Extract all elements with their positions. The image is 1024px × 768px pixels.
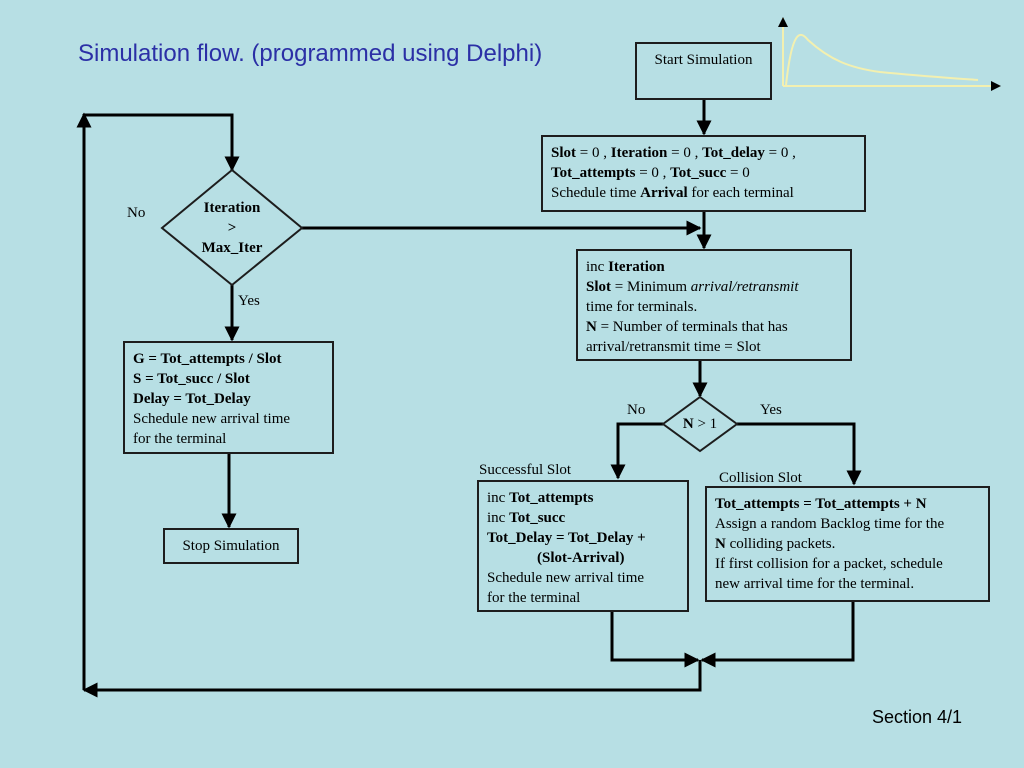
success-line-5: Schedule new arrival time: [487, 570, 645, 586]
arrow-collision-merge: [700, 602, 855, 668]
arrow-success-merge: [610, 610, 700, 668]
success-line-3: Tot_Delay = Tot_Delay +: [487, 530, 646, 546]
iterate-line-4: N = Number of terminals that has: [586, 319, 788, 335]
slide-title: Simulation flow. (programmed using Delph…: [78, 40, 543, 67]
collision-slot-box: Tot_attempts = Tot_attempts + N Assign a…: [705, 486, 990, 602]
success-line-6: for the terminal: [487, 590, 581, 606]
start-simulation-box: Start Simulation: [635, 42, 772, 100]
collision-line-5: new arrival time for the terminal.: [715, 576, 915, 592]
arrow-loop-top: [83, 113, 240, 172]
collision-line-2: Assign a random Backlog time for the: [715, 516, 945, 532]
results-line-5: for the terminal: [133, 431, 227, 447]
successful-slot-box: inc Tot_attempts inc Tot_succ Tot_Delay …: [477, 480, 689, 612]
decorative-curve-logo: [778, 17, 1001, 91]
iterate-box: inc Iteration Slot = Minimum arrival/ret…: [576, 249, 852, 361]
arrow-n-no: [610, 422, 663, 480]
decision-iteration-text: Iteration > Max_Iter: [201, 200, 263, 256]
decision-n-no-label: No: [627, 402, 646, 418]
start-simulation-label: Start Simulation: [654, 52, 753, 68]
arrow-return-loop: [82, 660, 702, 698]
decision-n-yes-label: Yes: [760, 402, 782, 418]
collision-slot-label: Collision Slot: [719, 470, 802, 486]
stop-simulation-label: Stop Simulation: [182, 538, 280, 554]
results-line-2: S = Tot_succ / Slot: [133, 371, 250, 387]
decision-iteration-yes-label: Yes: [238, 293, 260, 309]
collision-line-4: If first collision for a packet, schedul…: [715, 556, 943, 572]
section-footer: Section 4/1: [871, 707, 962, 727]
collision-line-3: N colliding packets.: [715, 536, 836, 552]
collision-line-1: Tot_attempts = Tot_attempts + N: [715, 496, 927, 512]
arrow-n-yes: [737, 422, 862, 486]
results-line-4: Schedule new arrival time: [133, 411, 291, 427]
init-line-2: Tot_attempts = 0 , Tot_succ = 0: [551, 165, 750, 181]
decision-n-text: N > 1: [682, 416, 718, 432]
stop-simulation-box: Stop Simulation: [163, 528, 299, 564]
init-box: Slot = 0 , Iteration = 0 , Tot_delay = 0…: [541, 135, 866, 212]
decision-iteration-shape: [160, 168, 304, 287]
iterate-line-3: time for terminals.: [586, 299, 698, 315]
success-line-4: (Slot-Arrival): [537, 550, 625, 566]
iterate-line-2: Slot = Minimum arrival/retransmit: [586, 279, 799, 295]
init-line-3: Schedule time Arrival for each terminal: [551, 185, 794, 201]
success-line-2: inc Tot_succ: [487, 510, 566, 526]
results-line-3: Delay = Tot_Delay: [133, 391, 251, 407]
success-line-1: inc Tot_attempts: [487, 490, 594, 506]
decision-n-shape: [661, 395, 739, 453]
decision-iteration-no-label: No: [127, 205, 146, 221]
results-line-1: G = Tot_attempts / Slot: [133, 351, 282, 367]
iterate-line-5: arrival/retransmit time = Slot: [586, 339, 761, 355]
results-box: G = Tot_attempts / Slot S = Tot_succ / S…: [123, 341, 334, 454]
iterate-line-1: inc Iteration: [586, 259, 665, 275]
successful-slot-label: Successful Slot: [479, 462, 572, 478]
init-line-1: Slot = 0 , Iteration = 0 , Tot_delay = 0…: [551, 145, 796, 161]
